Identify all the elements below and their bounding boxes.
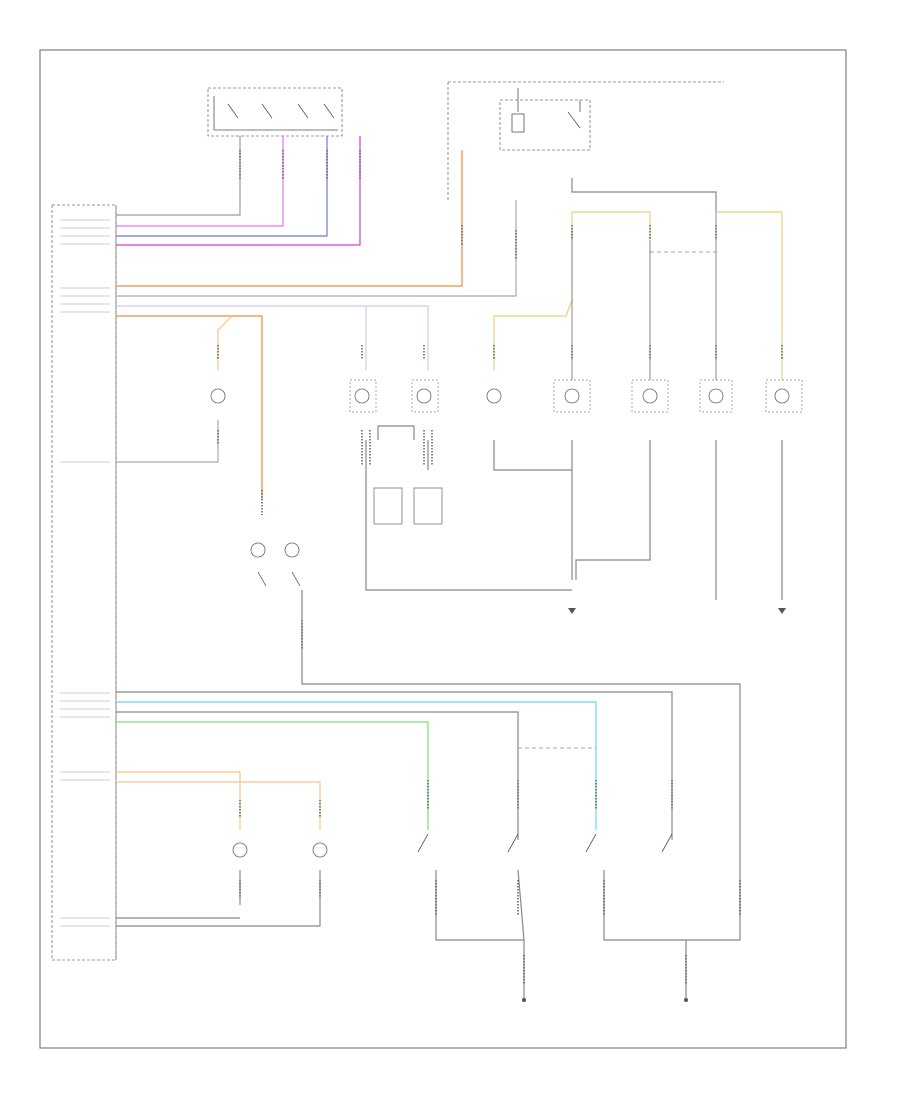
lamp-upper-6 (708, 388, 724, 404)
visor-module-right (413, 487, 443, 525)
lamp-upper-3 (486, 388, 502, 404)
wire-orange-lower-1 (116, 771, 241, 830)
wire-gray-lower-return-2 (116, 870, 321, 927)
wire-gray-return-6 (365, 440, 572, 591)
dome-lamp (210, 388, 226, 404)
lamp-upper-4 (564, 388, 580, 404)
connector-dot-lower-right (684, 998, 688, 1002)
ground-point-2 (778, 608, 786, 614)
ground-points (522, 608, 786, 1002)
wire-orange-courtesy (116, 315, 263, 500)
wire-gray-return-3 (575, 440, 651, 580)
lamp-upper-1 (354, 388, 370, 404)
relay (499, 88, 591, 151)
wire-gray-door-3 (116, 711, 519, 840)
wire-gray-headlamp-1 (116, 136, 241, 216)
wire-green-door-4 (116, 721, 429, 830)
headlamp-switch (207, 87, 343, 137)
body-control-module (51, 204, 117, 961)
lamp-upper-2 (416, 388, 432, 404)
wire-gray-jumper (377, 425, 415, 440)
wire-orange-lower-2 (116, 781, 321, 830)
fuse-block (447, 81, 724, 200)
ground-point-1 (568, 608, 576, 614)
wire-blue-headlamp-3 (116, 136, 328, 237)
wire-orange-dome (217, 315, 233, 370)
lamp-upper-5 (642, 388, 658, 404)
door-jamb-switches (250, 542, 301, 587)
wire-pink-headlamp-2 (116, 136, 284, 227)
wire-gray-gnd-left (435, 869, 525, 941)
wire-gray-return-1 (493, 440, 572, 471)
wire-gray-door-1 (116, 691, 673, 840)
wire-gray-dome-return (116, 420, 219, 463)
wire-yellow-relay-1 (572, 211, 651, 240)
wire-orange-battery (116, 150, 463, 287)
wire-violet-feed (116, 305, 429, 370)
wire-yellow-relay-3 (493, 212, 573, 370)
door-switches-lower (417, 833, 673, 853)
lamps-upper (210, 388, 790, 404)
wire-yellow-relay-2 (716, 211, 783, 380)
lamp-lower-2 (312, 842, 328, 858)
lamps-lower (232, 842, 328, 858)
connector-dot-lower-left (522, 998, 526, 1002)
wire-gray-fuse-2 (116, 200, 517, 297)
wire-gray-door-switch (301, 590, 741, 920)
visor-module-left (373, 487, 403, 525)
wires (116, 136, 783, 1000)
diagram-frame (39, 49, 847, 1049)
connector-stubs (217, 150, 783, 985)
wire-gray-relay-bus (571, 178, 717, 210)
wire-magenta-headlamp-4 (116, 136, 361, 246)
lamp-boxes (349, 379, 803, 413)
visor-modules (373, 487, 443, 525)
wire-cyan-door-2 (116, 701, 597, 830)
wire-gray-gnd-right (603, 870, 741, 941)
lamp-lower-1 (232, 842, 248, 858)
lamp-upper-7 (774, 388, 790, 404)
